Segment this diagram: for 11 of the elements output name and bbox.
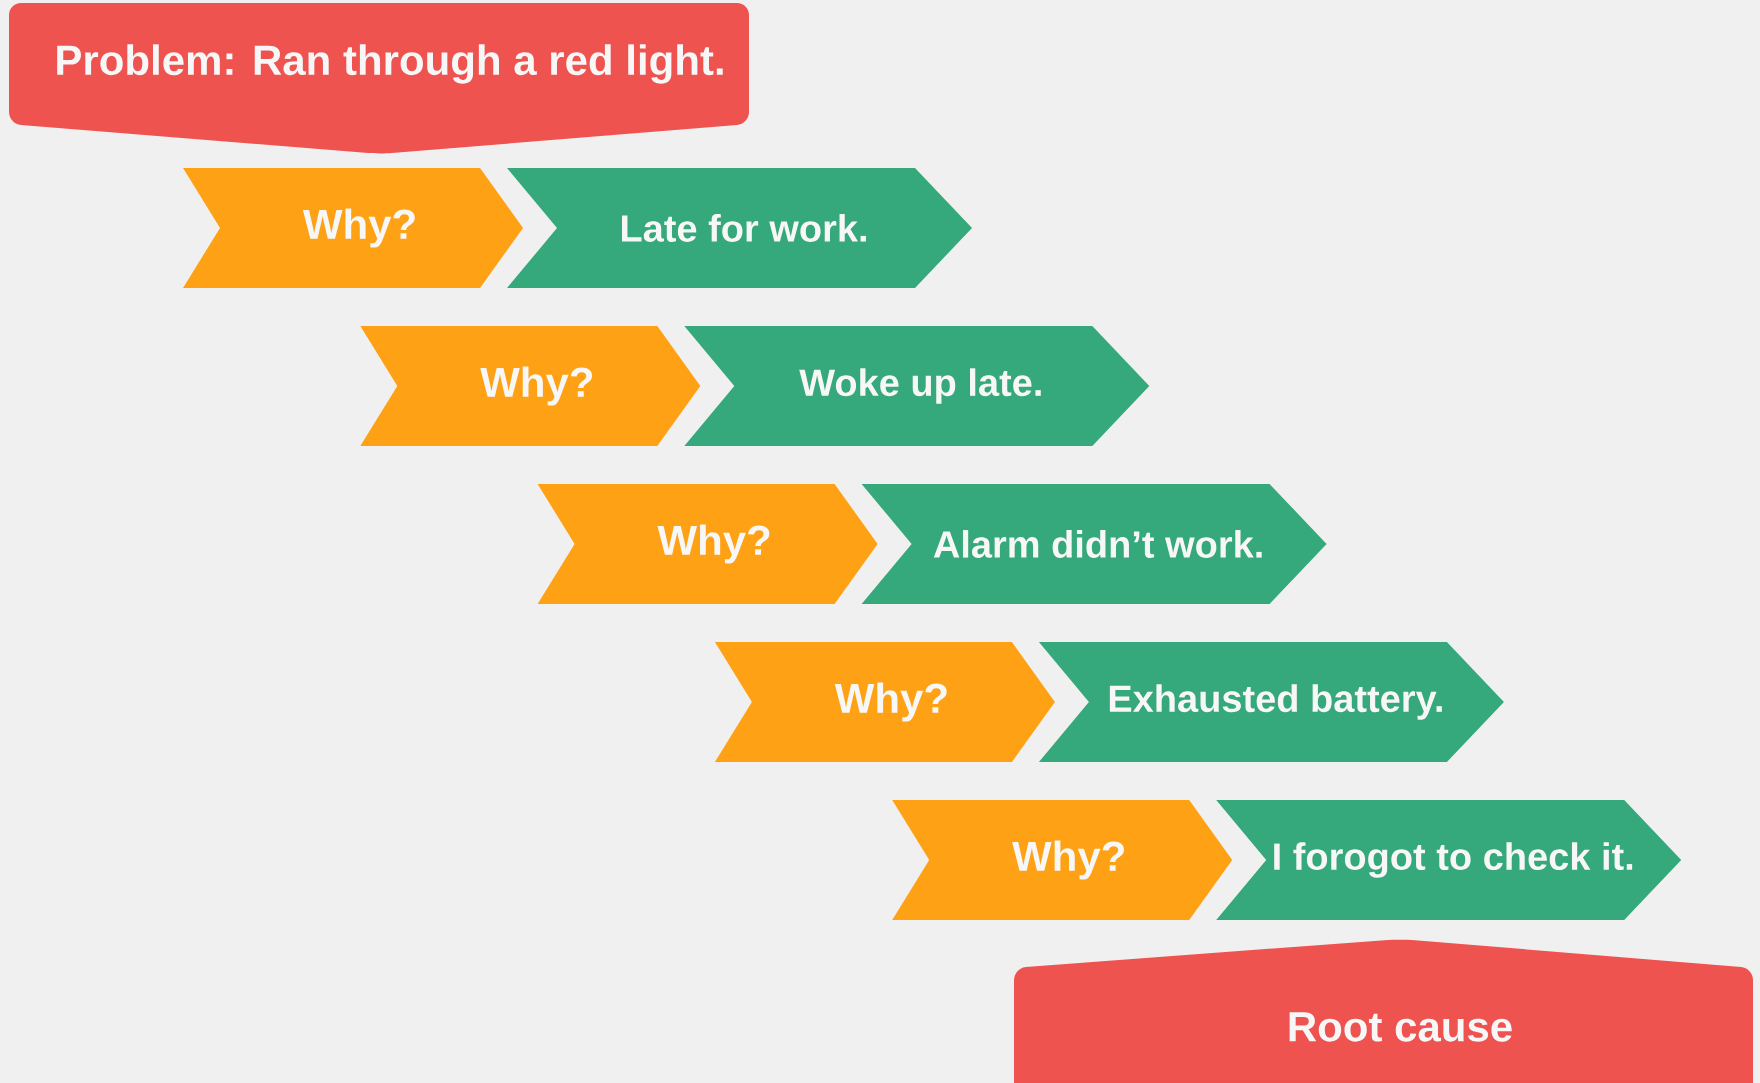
problem-banner: Problem: Ran through a red light. [9,3,749,154]
answer-banner: Exhausted battery. [1038,642,1504,762]
answer-banner: I forogot to check it. [1216,800,1682,920]
answer-banner: Alarm didn’t work. [861,484,1327,604]
question-banner: Why? [892,800,1233,920]
question-banner: Why? [183,168,523,288]
question-banner: Why? [537,484,878,604]
answer-banner: Late for work. [507,168,972,288]
question-banner: Why? [360,326,701,446]
answer-banner: Woke up late. [684,326,1150,446]
question-banner: Why? [714,642,1055,762]
